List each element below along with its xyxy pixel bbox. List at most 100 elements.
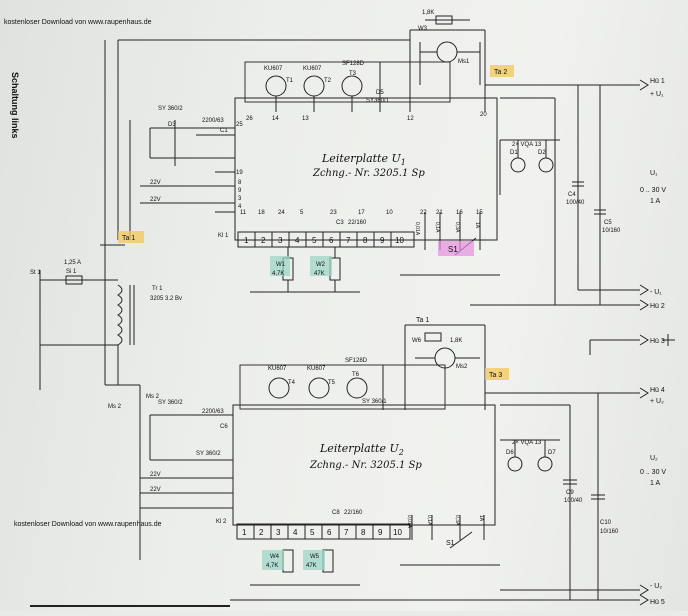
w5-value: 47K [306, 563, 317, 569]
pin1-5: 5 [312, 236, 317, 245]
highlight-s1 [438, 241, 474, 256]
term-left-8: 8 [238, 180, 242, 186]
c9-value: 100/40 [564, 498, 583, 504]
pin2-10: 10 [393, 528, 402, 537]
output-jacks [639, 79, 649, 606]
hu1-sign: + U₁ [650, 91, 664, 98]
w1-value: 4,7K [272, 271, 284, 277]
v22-c: 22V [150, 472, 161, 478]
term-top-14: 14 [272, 116, 279, 122]
c5-value: 10/160 [602, 228, 621, 234]
pin1-4: 4 [295, 236, 300, 245]
ms1-label: Ms1 [458, 59, 470, 65]
led-d1 [510, 157, 526, 173]
vqa-top: 2× VQA 13 [512, 142, 542, 148]
pin1-6: 6 [329, 236, 334, 245]
pot-w4 [282, 549, 294, 573]
ms2-left-label: Ms 2 [146, 394, 160, 400]
highlight-ta3 [485, 368, 509, 380]
c-2200-top: 2200/63 [202, 118, 224, 124]
v22-b: 22V [150, 197, 161, 203]
d-top2-type: SY 360/1 [362, 399, 387, 405]
kl1-label: Kl 1 [218, 233, 229, 239]
term-bot-23: 23 [330, 210, 337, 216]
t4-id: T4 [288, 380, 296, 386]
c1-label: C1 [220, 128, 228, 134]
ta1-board2: Ta 1 [416, 317, 429, 324]
pin1-9: 9 [380, 236, 385, 245]
d5-type: SY360/1 [366, 98, 390, 104]
t4-type: KU607 [268, 366, 287, 372]
term-left-4: 4 [238, 204, 242, 210]
sy360-2-b: SY 360/2 [158, 400, 183, 406]
c4-value: 100/40 [566, 200, 585, 206]
transistor-t5 [308, 377, 330, 399]
fuse-rating: 1,25 A [64, 260, 81, 266]
si1-label: Si 1 [66, 269, 77, 275]
pin1-2: 2 [261, 236, 266, 245]
range2-01a: 0,1A [426, 515, 432, 526]
transistor-t4 [268, 377, 290, 399]
hu2-label: Hü 2 [650, 303, 665, 310]
transformer-tr1 [117, 284, 123, 346]
c-2200-bottom: 2200/63 [202, 409, 224, 415]
pin2-6: 6 [327, 528, 332, 537]
term-left-19: 19 [236, 170, 243, 176]
t3-id: T3 [349, 71, 357, 77]
t6-type: SF128D [345, 358, 368, 364]
pin2-2: 2 [259, 528, 264, 537]
w3-label: W3 [418, 26, 428, 32]
side-title: Schaltung links [10, 72, 20, 139]
highlight-w1 [270, 256, 290, 276]
connector-kl2-pins [253, 524, 391, 539]
d7-label: D7 [548, 450, 556, 456]
term-bot-24: 24 [278, 210, 285, 216]
range1-01a: 0,1A [434, 222, 440, 233]
term-left-25: 25 [236, 122, 243, 128]
term-top-26: 26 [246, 116, 253, 122]
w4-value: 4,7K [266, 563, 278, 569]
tr1-label: Tr 1 [152, 286, 163, 292]
s1-label-2: S1 [446, 540, 455, 547]
term-top-13: 13 [302, 116, 309, 122]
pin2-8: 8 [361, 528, 366, 537]
term-bot-18: 18 [258, 210, 265, 216]
hu3-label: Hü 3 [650, 338, 665, 345]
term-top-20: 20 [480, 112, 487, 118]
range1-1a: 1A [474, 222, 480, 229]
u2-amp: 1 A [650, 480, 660, 487]
v22-d: 22V [150, 487, 161, 493]
term-bot-5: 5 [300, 210, 304, 216]
led-d2 [538, 157, 554, 173]
term-bot-11: 11 [240, 210, 247, 216]
term-bot-17: 17 [358, 210, 365, 216]
download-notice-bottom: kostenloser Download von www.raupenhaus.… [14, 521, 162, 528]
download-notice-top: kostenloser Download von www.raupenhaus.… [4, 19, 152, 26]
v22-a: 22V [150, 180, 161, 186]
t6-id: T6 [352, 372, 360, 378]
u2-label: U₂ [650, 455, 658, 462]
transistor-t1 [265, 75, 287, 97]
c9-label: C9 [566, 490, 574, 496]
pin2-5: 5 [310, 528, 315, 537]
hu5-label: Hü 5 [650, 599, 665, 606]
ta1-mains: Ta 1 [122, 235, 135, 242]
d6-label: D6 [506, 450, 514, 456]
highlight-w5 [303, 550, 325, 570]
minus-u2: - U₂ [650, 583, 662, 590]
pin2-4: 4 [293, 528, 298, 537]
pin1-3: 3 [278, 236, 283, 245]
highlight-ta1 [118, 231, 144, 243]
resistor-1-8k-bottom [424, 332, 442, 342]
highlight-ta2 [490, 65, 514, 77]
range2-03a: 0,3A [454, 515, 460, 526]
transistor-t3 [341, 75, 363, 97]
c10-value: 10/160 [600, 529, 619, 535]
w5-label: W5 [310, 554, 320, 560]
hu4-sign: + U₂ [650, 398, 664, 405]
u1-amp: 1 A [650, 198, 660, 205]
meter-ms1 [436, 41, 458, 63]
c5-label: C5 [604, 220, 612, 226]
t1-id: T1 [286, 78, 294, 84]
